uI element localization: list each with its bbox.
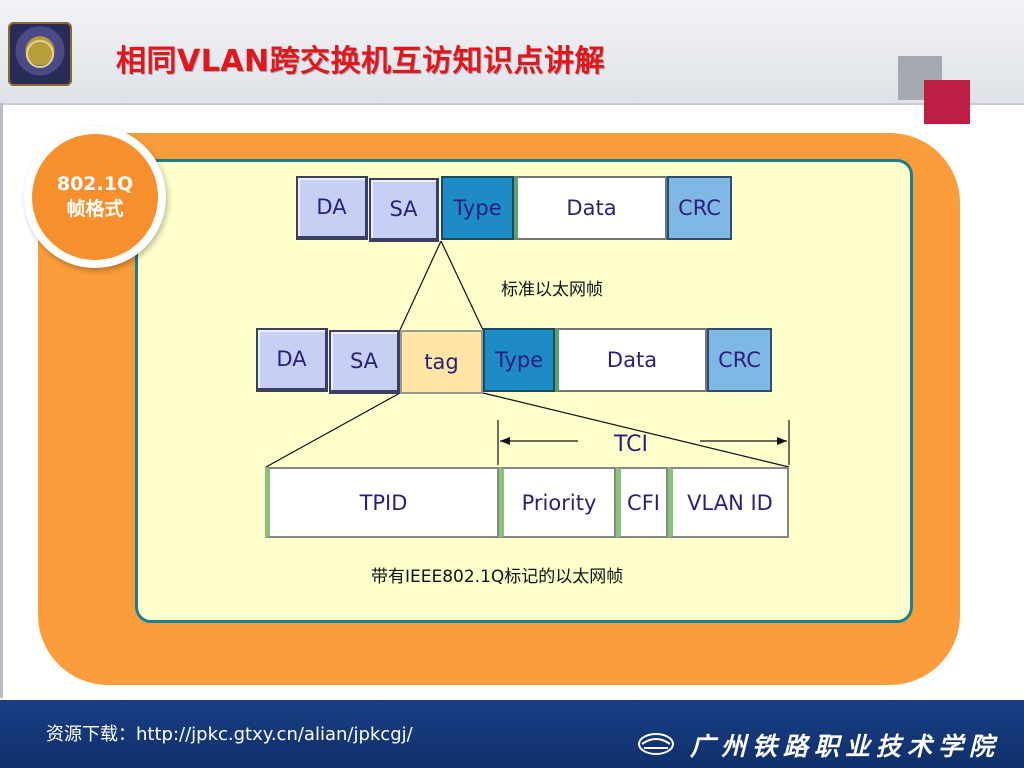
std-frame-caption: 标准以太网帧 (501, 280, 603, 300)
school-emblem-icon (8, 22, 72, 86)
std-frame-data: Data (514, 176, 667, 240)
tagged-frame-type: Type (483, 328, 555, 392)
std-frame-sa: SA (369, 178, 439, 242)
slide-header: 相同VLAN跨交换机互访知识点讲解 (0, 0, 1024, 124)
tagged-frame-sa: SA (329, 330, 400, 394)
tagged-frame-data: Data (555, 328, 707, 392)
tagged-frame-caption: 带有IEEE802.1Q标记的以太网帧 (371, 567, 624, 587)
slide-title: 相同VLAN跨交换机互访知识点讲解 (116, 44, 606, 79)
tag-tpid: TPID (265, 467, 499, 538)
tagged-frame-da: DA (256, 328, 328, 392)
tag-priority: Priority (499, 467, 616, 538)
tci-label: TCI (614, 432, 648, 457)
tagged-frame-crc: CRC (707, 328, 772, 392)
badge-label: 802.1Q帧格式 (32, 134, 158, 260)
school-logo-icon (638, 733, 674, 755)
std-frame-type: Type (441, 176, 514, 240)
decor-square-red (924, 80, 970, 124)
tag-vlan-id: VLAN ID (668, 467, 789, 538)
section-badge: 802.1Q帧格式 (24, 126, 166, 268)
left-rule (0, 103, 3, 698)
resource-link[interactable]: 资源下载：http://jpkc.gtxy.cn/alian/jpkcgj/ (46, 724, 413, 745)
slide-footer (0, 700, 1024, 768)
std-frame-da: DA (296, 176, 368, 240)
std-frame-crc: CRC (667, 176, 732, 240)
tagged-frame-tag: tag (400, 330, 483, 394)
tag-cfi: CFI (616, 467, 668, 538)
school-name: 广州铁路职业技术学院 (690, 732, 1001, 761)
